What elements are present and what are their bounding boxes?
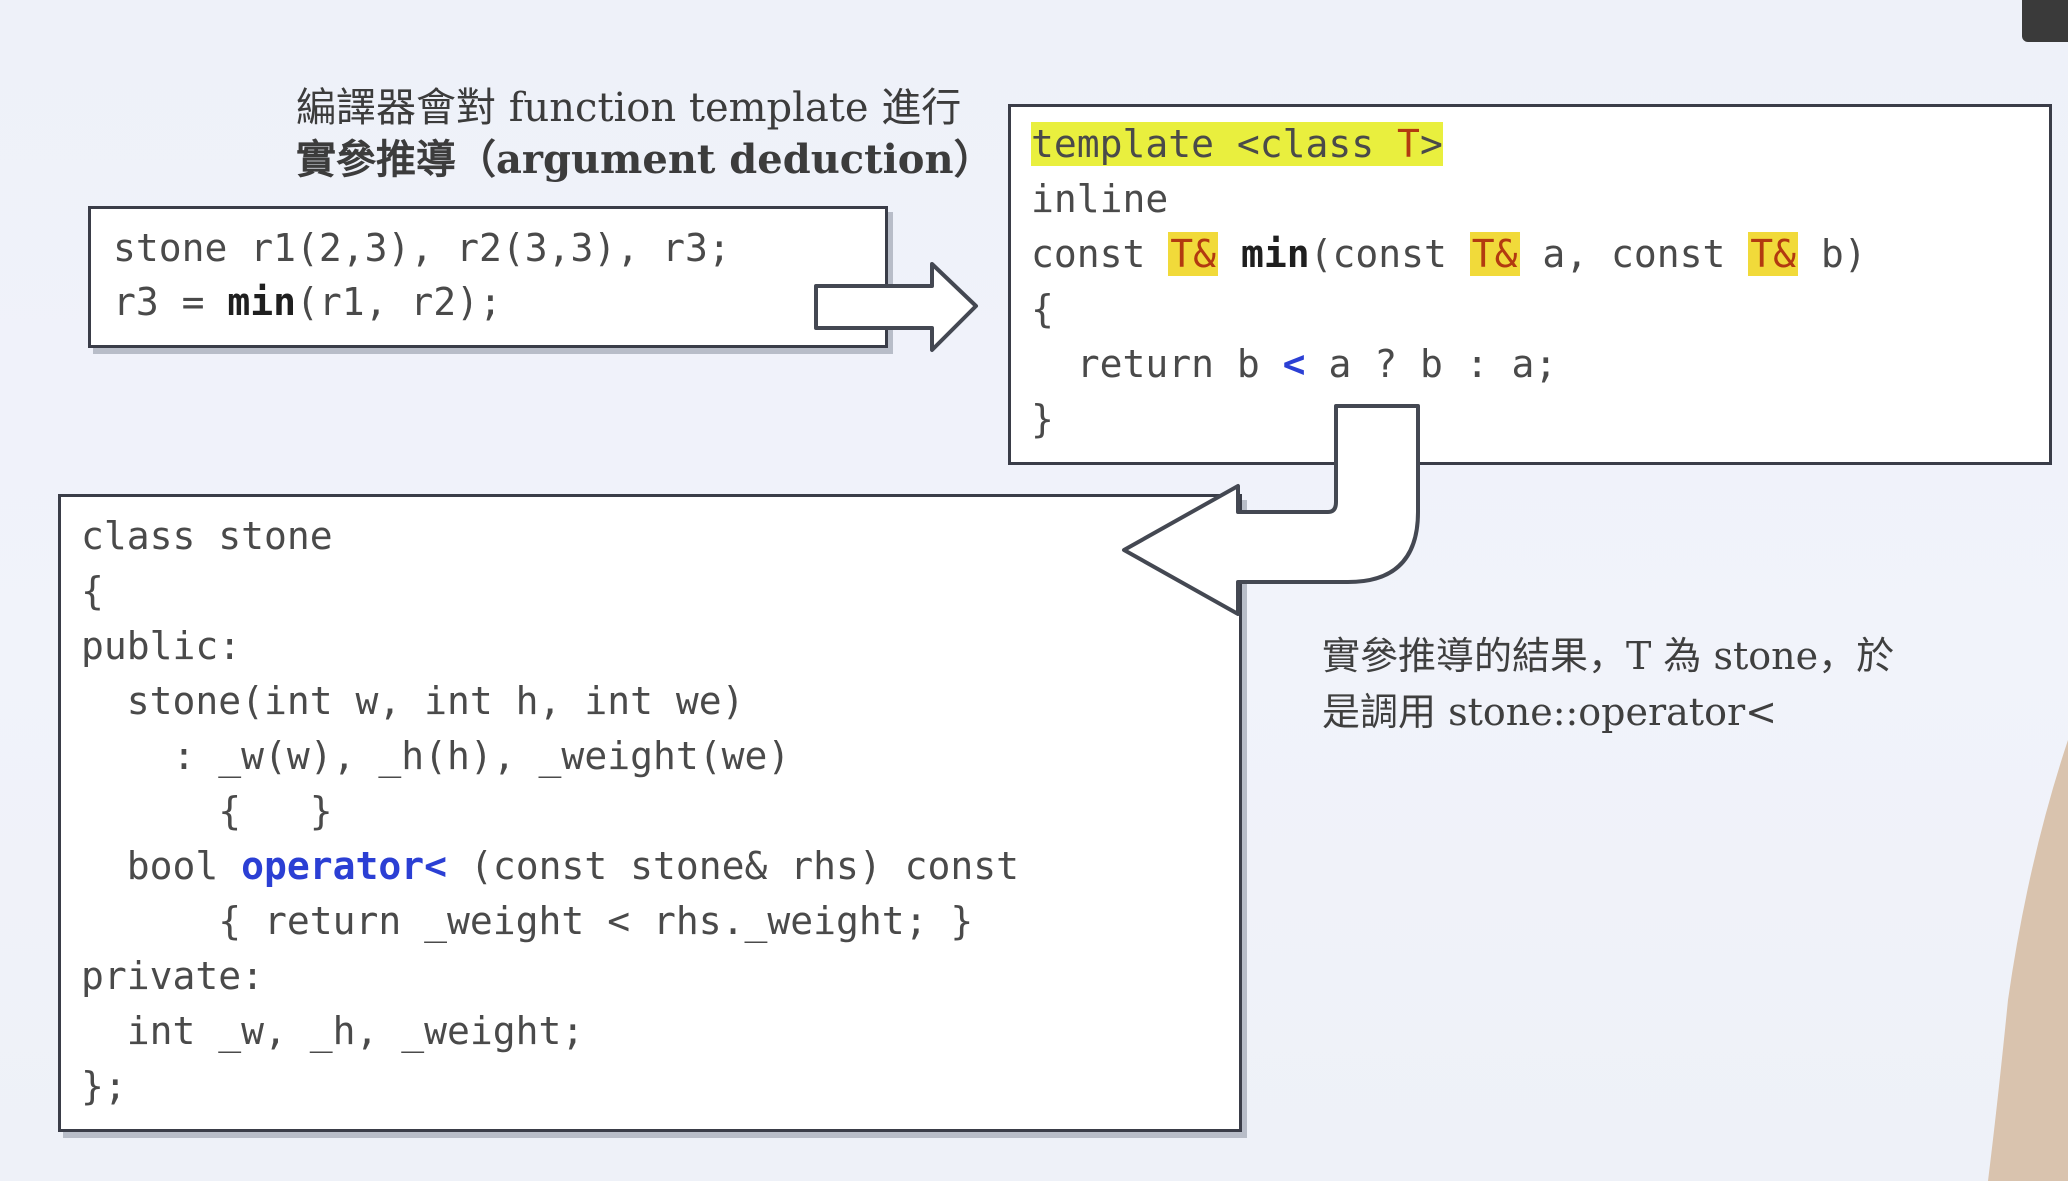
class-line10: int _w, _h, _weight; bbox=[81, 1009, 585, 1053]
deduction-result-line1: 實參推導的結果，T 為 stone，於 bbox=[1322, 634, 1895, 678]
call-code-line2: r3 = min(r1, r2); bbox=[113, 275, 731, 329]
curved-arrow-icon bbox=[1122, 404, 1420, 616]
class-line4: stone(int w, int h, int we) bbox=[81, 679, 745, 723]
deduction-heading: 編譯器會對 function template 進行 實參推導（argument… bbox=[296, 82, 994, 186]
call-code-box: stone r1(2,3), r2(3,3), r3; r3 = min(r1, … bbox=[88, 206, 888, 348]
template-less-operator: < bbox=[1282, 342, 1306, 386]
call-code: stone r1(2,3), r2(3,3), r3; r3 = min(r1, … bbox=[113, 221, 731, 329]
call-code-assign: r3 = bbox=[113, 280, 228, 324]
template-const2: (const bbox=[1309, 232, 1470, 276]
class-code-box: class stone { public: stone(int w, int h, … bbox=[58, 494, 1242, 1132]
slide-corner-tab bbox=[2022, 0, 2068, 42]
template-param-T: T bbox=[1397, 122, 1420, 166]
class-line1: class stone bbox=[81, 514, 333, 558]
right-arrow-icon bbox=[814, 262, 978, 352]
class-operator-params: (const stone& rhs) const bbox=[447, 844, 1020, 888]
class-line6: { } bbox=[81, 789, 333, 833]
template-space bbox=[1218, 232, 1241, 276]
template-const1: const bbox=[1031, 232, 1169, 276]
template-param-a-type: T& bbox=[1469, 232, 1520, 276]
template-min-name: min bbox=[1240, 232, 1310, 276]
class-bool: bool bbox=[81, 844, 242, 888]
presenter-shoulder-image bbox=[1988, 740, 2068, 1181]
template-ternary: a ? b : a; bbox=[1305, 342, 1558, 386]
call-code-line1: stone r1(2,3), r2(3,3), r3; bbox=[113, 226, 731, 270]
class-line9: private: bbox=[81, 954, 265, 998]
class-line11: }; bbox=[81, 1064, 127, 1108]
template-line3: const T& min(const T& a, const T& b) bbox=[1031, 227, 1867, 282]
class-code: class stone { public: stone(int w, int h, … bbox=[81, 509, 1019, 1114]
deduction-heading-suffix: ） bbox=[953, 136, 994, 183]
class-line2: { bbox=[81, 569, 104, 613]
template-code-box: template <class T> inline const T& min(con… bbox=[1008, 104, 2052, 465]
class-line8: { return _weight < rhs._weight; } bbox=[81, 899, 974, 943]
template-line2: inline bbox=[1031, 177, 1169, 221]
class-operator-less: operator< bbox=[241, 844, 448, 888]
class-line7: bool operator< (const stone& rhs) const bbox=[81, 839, 1019, 894]
template-line4: { bbox=[1031, 287, 1054, 331]
call-code-min: min bbox=[227, 280, 297, 324]
template-keyword: template <class bbox=[1031, 122, 1398, 166]
deduction-result-note: 實參推導的結果，T 為 stone，於 是調用 stone::operator< bbox=[1322, 628, 1894, 740]
template-code: template <class T> inline const T& min(con… bbox=[1031, 117, 1867, 447]
template-param-a: a, const bbox=[1519, 232, 1749, 276]
deduction-heading-term: argument deduction bbox=[496, 136, 954, 183]
template-return: return b bbox=[1031, 342, 1283, 386]
deduction-heading-line2: 實參推導（argument deduction） bbox=[296, 134, 994, 186]
template-param-b: b) bbox=[1798, 232, 1867, 276]
template-declaration: template <class T> bbox=[1031, 122, 1443, 166]
class-line3: public: bbox=[81, 624, 242, 668]
template-return-type: T& bbox=[1168, 232, 1219, 276]
template-close: > bbox=[1419, 122, 1443, 166]
deduction-heading-prefix: 實參推導（ bbox=[296, 136, 496, 183]
call-code-args: (r1, r2); bbox=[296, 280, 502, 324]
template-param-b-type: T& bbox=[1748, 232, 1799, 276]
template-line6: } bbox=[1031, 397, 1054, 441]
class-line5: : _w(w), _h(h), _weight(we) bbox=[81, 734, 791, 778]
deduction-heading-line1: 編譯器會對 function template 進行 bbox=[296, 85, 962, 131]
template-line5: return b < a ? b : a; bbox=[1031, 337, 1867, 392]
deduction-result-line2: 是調用 stone::operator< bbox=[1322, 690, 1777, 734]
template-line1: template <class T> bbox=[1031, 117, 1867, 172]
